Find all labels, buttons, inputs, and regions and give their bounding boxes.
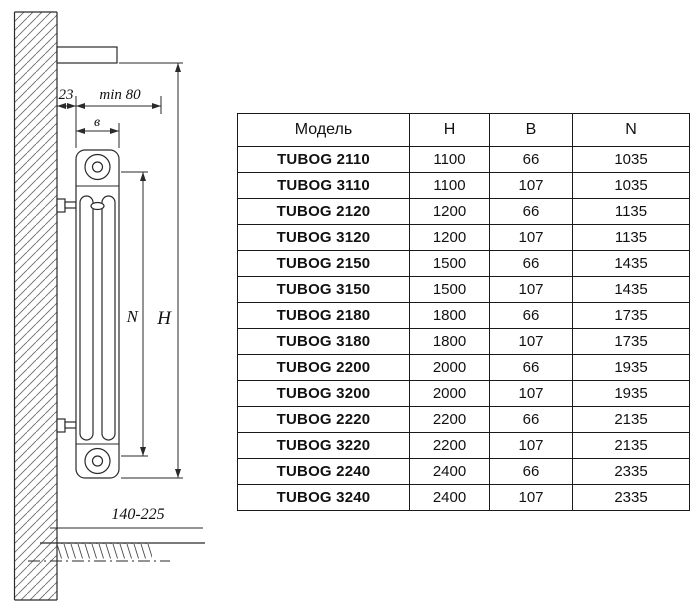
value-cell: 1035 (572, 172, 690, 199)
model-cell: TUBOG 3120 (237, 224, 410, 251)
value-cell: 1800 (409, 302, 490, 329)
value-cell: 107 (489, 432, 573, 459)
table-header-row: Модель H B N (237, 113, 690, 147)
wall-bracket-bottom (56, 418, 77, 433)
value-cell: 2135 (572, 406, 690, 433)
value-cell: 66 (489, 146, 573, 173)
value-cell: 107 (489, 224, 573, 251)
value-cell: 2200 (409, 406, 490, 433)
model-cell: TUBOG 2220 (237, 406, 410, 433)
value-cell: 66 (489, 302, 573, 329)
value-cell: 66 (489, 250, 573, 277)
column-header-model: Модель (237, 113, 410, 147)
value-cell: 107 (489, 276, 573, 303)
model-cell: TUBOG 3110 (237, 172, 410, 199)
dimension-n: N (121, 171, 148, 457)
value-cell: 1735 (572, 302, 690, 329)
model-cell: TUBOG 2180 (237, 302, 410, 329)
value-cell: 2335 (572, 458, 690, 485)
value-cell: 1100 (409, 146, 490, 173)
dim-label-h: H (156, 308, 172, 329)
model-cell: TUBOG 3150 (237, 276, 410, 303)
column-header-b: B (489, 113, 573, 147)
window-sill (56, 46, 118, 64)
value-cell: 1500 (409, 250, 490, 277)
dim-label-b: в (94, 115, 100, 130)
value-cell: 2400 (409, 458, 490, 485)
value-cell: 1435 (572, 250, 690, 277)
value-cell: 2335 (572, 484, 690, 511)
value-cell: 107 (489, 328, 573, 355)
dim-label-floor-range: 140-225 (111, 506, 164, 523)
value-cell: 1500 (409, 276, 490, 303)
column-header-h: H (409, 113, 490, 147)
value-cell: 107 (489, 172, 573, 199)
model-cell: TUBOG 3180 (237, 328, 410, 355)
model-cell: TUBOG 2120 (237, 198, 410, 225)
wall-bracket-top (56, 198, 77, 213)
value-cell: 2000 (409, 380, 490, 407)
model-cell: TUBOG 2110 (237, 146, 410, 173)
value-cell: 1100 (409, 172, 490, 199)
dim-label-min80: min 80 (99, 87, 141, 103)
wall-section (13, 11, 58, 601)
dimension-h: H (119, 62, 183, 479)
value-cell: 1200 (409, 224, 490, 251)
value-cell: 1200 (409, 198, 490, 225)
column-header-n: N (572, 113, 690, 147)
dim-label-23: 23 (59, 87, 74, 103)
value-cell: 2000 (409, 354, 490, 381)
value-cell: 1035 (572, 146, 690, 173)
value-cell: 66 (489, 458, 573, 485)
value-cell: 1735 (572, 328, 690, 355)
dimension-depth-b: в (76, 115, 120, 148)
model-cell: TUBOG 3240 (237, 484, 410, 511)
value-cell: 1935 (572, 354, 690, 381)
value-cell: 107 (489, 484, 573, 511)
floor-clearance: 140-225 (28, 506, 205, 562)
radiator-body (75, 149, 120, 479)
radiator-installation-diagram: 23 min 80 в N H 140-225 (13, 11, 205, 601)
value-cell: 2400 (409, 484, 490, 511)
model-cell: TUBOG 2150 (237, 250, 410, 277)
value-cell: 1800 (409, 328, 490, 355)
model-cell: TUBOG 2240 (237, 458, 410, 485)
value-cell: 66 (489, 198, 573, 225)
dim-label-n: N (126, 307, 140, 326)
value-cell: 66 (489, 406, 573, 433)
model-cell: TUBOG 3200 (237, 380, 410, 407)
brand-label-oval (90, 201, 105, 211)
value-cell: 1135 (572, 224, 690, 251)
value-cell: 1135 (572, 198, 690, 225)
value-cell: 1435 (572, 276, 690, 303)
value-cell: 66 (489, 354, 573, 381)
dimension-wall-gap: 23 min 80 (57, 87, 162, 148)
value-cell: 1935 (572, 380, 690, 407)
model-cell: TUBOG 2200 (237, 354, 410, 381)
value-cell: 2135 (572, 432, 690, 459)
value-cell: 107 (489, 380, 573, 407)
value-cell: 2200 (409, 432, 490, 459)
model-cell: TUBOG 3220 (237, 432, 410, 459)
